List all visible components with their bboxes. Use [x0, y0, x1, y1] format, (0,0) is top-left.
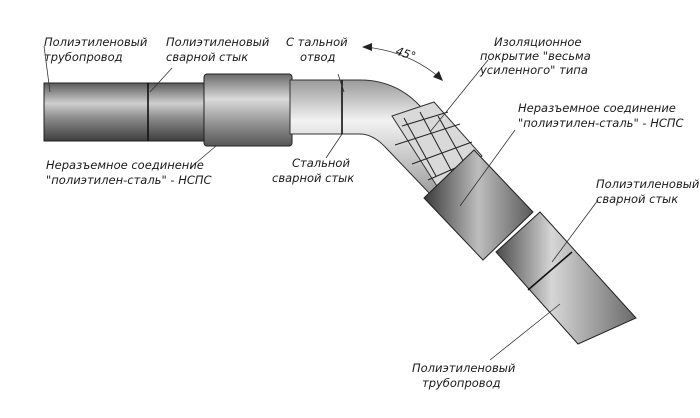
- label-joint-left: Неразъемное соединение "полиэтилен-сталь…: [46, 158, 212, 187]
- label-steel-bend: С тальной отвод: [286, 35, 351, 64]
- label-pe-weld-left: Полиэтиленовый сварной стык: [166, 35, 273, 64]
- label-angle: 45°: [394, 44, 418, 64]
- coupling-left: [203, 73, 293, 147]
- label-insulation: Изоляционное покрытие "весьма усиленного…: [479, 35, 594, 77]
- pe-weld-right-seam: [527, 251, 573, 291]
- label-pe-pipe-left: Полиэтиленовый трубопровод: [44, 35, 151, 64]
- angle-indicator: [362, 43, 443, 81]
- pe-pipe-left: [43, 82, 207, 142]
- labels: Полиэтиленовый трубопровод Полиэтиленовы…: [44, 35, 700, 390]
- pe-pipe-right: [495, 211, 637, 345]
- label-steel-weld: Стальной сварной стык: [272, 156, 354, 185]
- label-pe-pipe-right: Полиэтиленовый трубопровод: [412, 361, 519, 390]
- label-pe-weld-right: Полиэтиленовый сварной стык: [596, 177, 700, 206]
- label-joint-right: Неразъемное соединение "полиэтилен-сталь…: [518, 101, 684, 130]
- coupling-right: [423, 149, 534, 261]
- leader-lines: [43, 45, 599, 361]
